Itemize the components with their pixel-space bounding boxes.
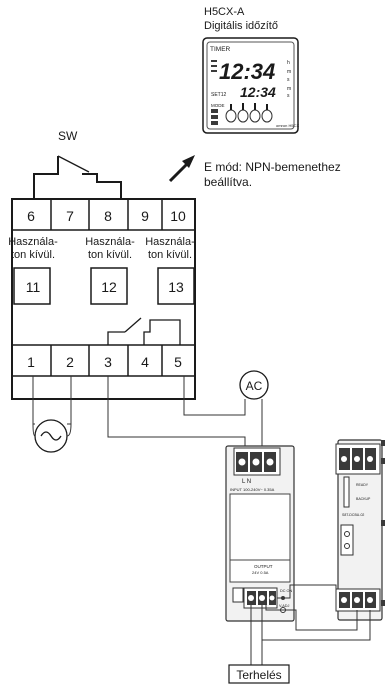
- unit-s: s: [287, 77, 290, 83]
- switch-label: SW: [58, 129, 78, 143]
- terminal-2: 2: [66, 354, 74, 370]
- unit-s2: s: [287, 93, 290, 99]
- mode-note-line2: beállítva.: [204, 175, 252, 189]
- unused-label-2a: Használa-: [85, 236, 135, 248]
- terminal-5: 5: [174, 354, 182, 370]
- terminal-7: 7: [66, 208, 74, 224]
- timer-brand: omron H5CX: [276, 123, 299, 128]
- unused-label-3a: Használa-: [145, 236, 195, 248]
- terminal-6: 6: [27, 208, 35, 224]
- unused-label-2b: ton kívül.: [88, 249, 132, 261]
- timer-mode-label: MODE: [211, 103, 225, 108]
- module-model-text: S8T-DCBU-02: [342, 513, 364, 517]
- psu-input-text: INPUT 100-240V~ 0.35A: [230, 487, 275, 492]
- arrow-icon: [168, 155, 195, 183]
- timer-set-label: SET12: [211, 92, 227, 98]
- psu-v-adj: V.ADJ: [279, 604, 290, 608]
- timer-display-main: 12:34: [219, 59, 275, 84]
- power-supply-unit: L N INPUT 100-240V~ 0.35A OUTPUT 24V 0.5…: [225, 445, 295, 622]
- terminal-12: 12: [101, 279, 117, 295]
- unused-label-3b: ton kívül.: [148, 249, 192, 261]
- ac-symbol: [239, 370, 269, 400]
- mode-note-line1: E mód: NPN-bemenethez: [204, 160, 341, 174]
- timer-model: H5CX-A: [204, 6, 245, 18]
- backup-module: READY BACKUP S8T-DCBU-02: [335, 439, 385, 621]
- module-backup: BACKUP: [356, 497, 371, 501]
- terminal-13: 13: [168, 279, 184, 295]
- psu-terminal-text: L N: [242, 479, 251, 485]
- h5cx-timer-device: TIMER 12:34 h m s SET12 12:34 m s MODE o…: [202, 37, 299, 134]
- unused-label-1b: ton kívül.: [11, 249, 55, 261]
- switch-symbol: [33, 155, 122, 199]
- unit-m2: m: [287, 86, 291, 92]
- unit-m: m: [287, 69, 291, 75]
- module-ready: READY: [356, 483, 369, 487]
- relay-contact: [107, 317, 181, 345]
- unused-label-1a: Használa-: [8, 236, 58, 248]
- terminal-8: 8: [104, 208, 112, 224]
- ac-label: AC: [246, 379, 263, 393]
- unit-h: h: [287, 60, 290, 66]
- load-label: Terhelés: [236, 668, 281, 682]
- timer-subtitle: Digitális időzítő: [204, 20, 278, 32]
- terminal-4: 4: [141, 354, 149, 370]
- load-box: [228, 664, 290, 684]
- terminal-1: 1: [27, 354, 35, 370]
- terminal-3: 3: [104, 354, 112, 370]
- psu-output-text: OUTPUT: [254, 564, 273, 569]
- terminal-9: 9: [141, 208, 149, 224]
- terminal-10: 10: [170, 208, 186, 224]
- timer-display-sub: 12:34: [240, 84, 276, 100]
- timer-label: TIMER: [210, 46, 231, 53]
- psu-output-sub: 24V 0.5A: [252, 570, 269, 575]
- ac-source-symbol: [32, 376, 72, 453]
- psu-dc-on: DC ON: [280, 589, 292, 593]
- terminal-11: 11: [26, 279, 41, 295]
